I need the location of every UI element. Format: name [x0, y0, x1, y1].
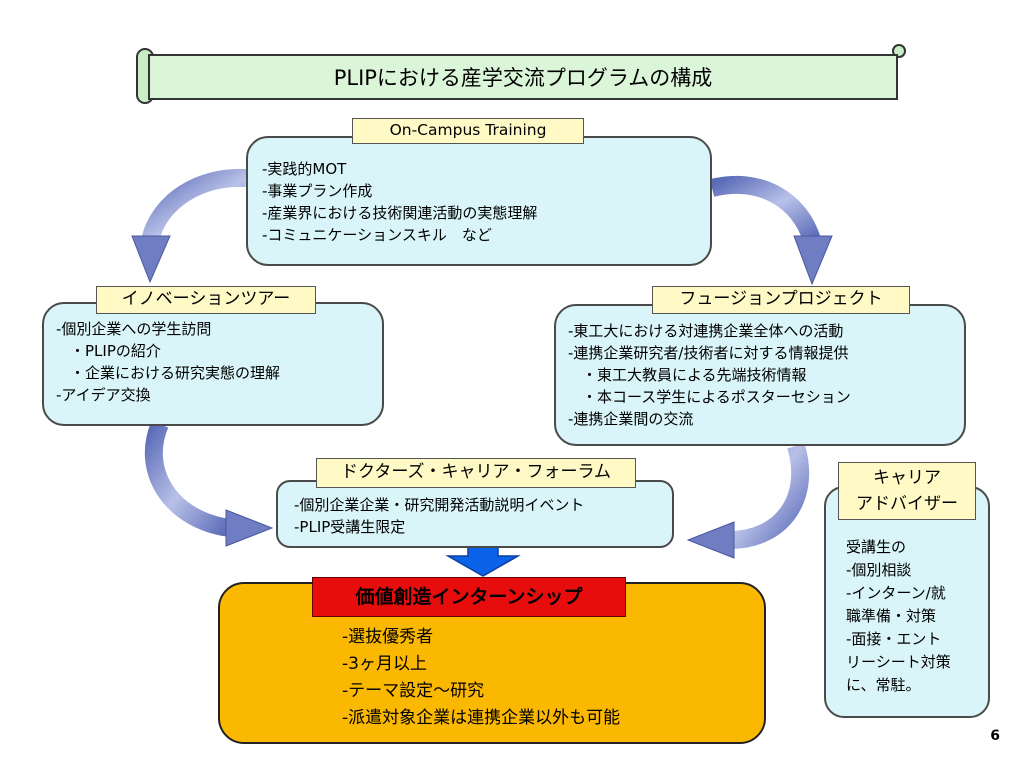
innovation-line-1: -個別企業への学生訪問	[56, 320, 212, 338]
arrow-fusion-to-doctors	[686, 443, 810, 559]
career-line-4: 職準備・対策	[846, 607, 937, 625]
internship-line-1: -選抜優秀者	[342, 627, 434, 647]
page-number: 6	[990, 728, 1000, 744]
career-label-line-2: アドバイザー	[856, 494, 958, 514]
career-line-2: -個別相談	[846, 561, 912, 579]
internship-line-3: -テーマ設定～研究	[342, 681, 485, 701]
career-line-5: -面接・エント	[846, 630, 942, 648]
fusion-label: フュージョンプロジェクト	[652, 286, 910, 314]
on-campus-line-4: -コミュニケーションスキル など	[262, 226, 492, 244]
fusion-box: -東工大における対連携企業全体への活動 -連携企業研究者/技術者に対する情報提供…	[554, 304, 966, 446]
on-campus-line-3: -産業界における技術関連活動の実態理解	[262, 204, 538, 222]
career-line-1: 受講生の	[846, 538, 907, 556]
innovation-box: -個別企業への学生訪問 ・PLIPの紹介 ・企業における研究実態の理解 -アイデ…	[42, 302, 384, 426]
doctors-box: -個別企業企業・研究開発活動説明イベント -PLIP受講生限定	[276, 480, 674, 548]
page-title: PLIPにおける産学交流プログラムの構成	[333, 66, 713, 90]
career-line-6: リーシート対策	[846, 653, 951, 671]
title-banner: PLIPにおける産学交流プログラムの構成	[136, 44, 906, 104]
fusion-line-2: -連携企業研究者/技術者に対する情報提供	[568, 344, 849, 362]
on-campus-line-1: -実践的MOT	[262, 160, 347, 178]
arrow-innovation-to-doctors	[144, 420, 274, 547]
title-body: PLIPにおける産学交流プログラムの構成	[148, 54, 898, 100]
fusion-line-3: ・東工大教員による先端技術情報	[582, 366, 807, 384]
on-campus-line-2: -事業プラン作成	[262, 182, 373, 200]
career-line-3: -インターン/就	[846, 584, 946, 602]
fusion-line-4: ・本コース学生によるポスターセション	[582, 388, 851, 406]
innovation-line-3: ・企業における研究実態の理解	[70, 364, 281, 382]
doctors-line-1: -個別企業企業・研究開発活動説明イベント	[294, 496, 585, 514]
internship-line-2: -3ヶ月以上	[342, 654, 427, 674]
fusion-line-1: -東工大における対連携企業全体への活動	[568, 322, 844, 340]
doctors-label: ドクターズ・キャリア・フォーラム	[316, 458, 636, 488]
arrow-oncampus-to-innovation	[131, 168, 247, 284]
career-box: 受講生の -個別相談 -インターン/就 職準備・対策 -面接・エント リーシート…	[824, 486, 990, 718]
doctors-line-2: -PLIP受講生限定	[294, 518, 406, 536]
career-label-line-1: キャリア	[873, 468, 941, 488]
fusion-line-5: -連携企業間の交流	[568, 410, 694, 428]
innovation-label: イノベーションツアー	[96, 286, 316, 314]
internship-label: 価値創造インターンシップ	[312, 577, 626, 617]
internship-line-4: -派遣対象企業は連携企業以外も可能	[342, 708, 621, 728]
career-label: キャリア アドバイザー	[838, 462, 976, 520]
arrow-oncampus-to-fusion	[709, 175, 833, 286]
innovation-line-2: ・PLIPの紹介	[70, 342, 161, 360]
career-line-7: に、常駐。	[846, 676, 921, 694]
on-campus-label: On-Campus Training	[352, 118, 584, 144]
innovation-line-4: -アイデア交換	[56, 386, 151, 404]
on-campus-box: -実践的MOT -事業プラン作成 -産業界における技術関連活動の実態理解 -コミ…	[246, 136, 712, 266]
